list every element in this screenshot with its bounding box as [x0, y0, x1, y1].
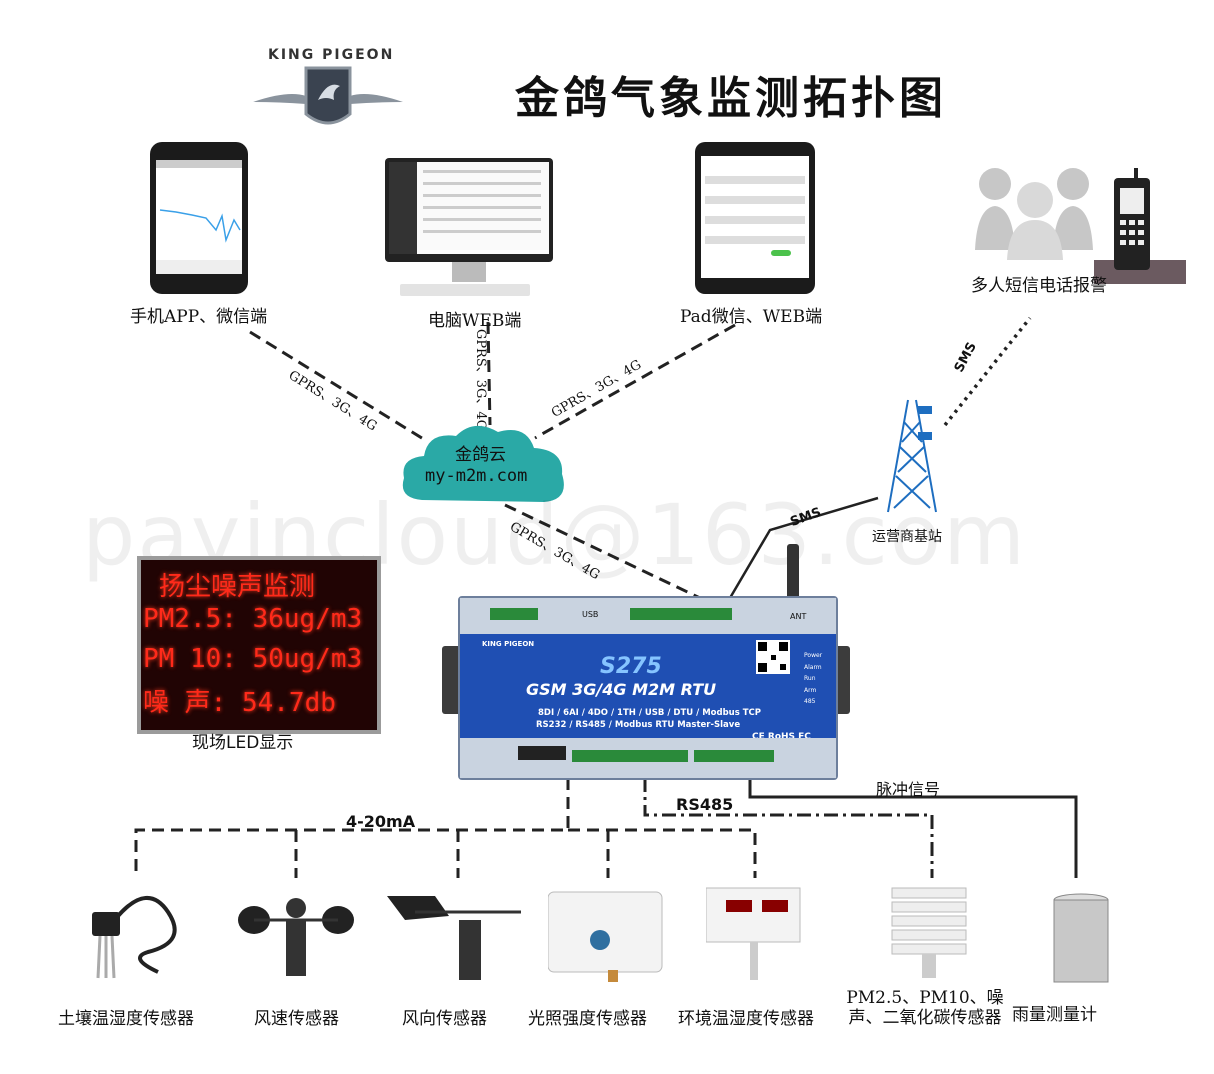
- link-tower-sms: [943, 316, 1032, 427]
- usb-label: USB: [582, 610, 599, 619]
- sms-alarm-label: 多人短信电话报警: [971, 276, 1107, 296]
- link-pad-cloud: [534, 323, 736, 440]
- rtu-spec-2: RS232 / RS485 / Modbus RTU Master-Slave: [536, 720, 741, 730]
- rtu-bracket-left: [442, 646, 462, 714]
- link-rtu-tower: [728, 496, 879, 599]
- link-label-pc: GPRS、3G、4G: [473, 328, 489, 431]
- cert-marks: CE RoHS FC: [752, 732, 811, 742]
- bus-label-pulse: 脉冲信号: [876, 780, 941, 799]
- sensor-label-light: 光照强度传感器: [528, 1009, 647, 1029]
- led-line-1: 扬尘噪声监测: [159, 572, 316, 602]
- bus-rs485: [643, 778, 934, 878]
- pad-device: [695, 142, 815, 294]
- qr-code-icon: [756, 640, 790, 674]
- phone-handset-icon: [1094, 168, 1186, 286]
- phone-device: [150, 142, 248, 294]
- pad-label: Pad微信、WEB端: [680, 307, 823, 327]
- soil-sensor-icon: [88, 882, 198, 982]
- sensor-label-rain: 雨量测量计: [1012, 1005, 1097, 1025]
- led-line-4: 噪 声: 54.7db: [143, 688, 336, 718]
- cloud-name: 金鸽云: [455, 445, 506, 465]
- antenna: [787, 544, 799, 600]
- sensor-label-soil: 土壤温湿度传感器: [58, 1009, 194, 1029]
- people-icon: [975, 160, 1095, 260]
- logo: [248, 40, 408, 132]
- link-phone-cloud: [249, 330, 426, 442]
- rtu-spec-1: 8DI / 6AI / 4DO / 1TH / USB / DTU / Modb…: [538, 708, 762, 718]
- sensor-label-env-temp-humidity: 环境温湿度传感器: [678, 1009, 814, 1029]
- led-caption: 现场LED显示: [192, 733, 294, 753]
- sensor-label-wind-direction: 风向传感器: [402, 1009, 487, 1029]
- pc-label: 电脑WEB端: [428, 311, 522, 331]
- page-title: 金鸽气象监测拓扑图: [515, 73, 947, 124]
- wind-vane-icon: [385, 890, 525, 984]
- link-pc-cloud: [486, 321, 492, 426]
- temp-humidity-icon: [705, 886, 802, 984]
- light-sensor-icon: [547, 890, 664, 982]
- bus-label-rs485: RS485: [676, 795, 734, 814]
- rtu-brand: KING PIGEON: [482, 640, 535, 648]
- rtu-subtitle: GSM 3G/4G M2M RTU: [526, 680, 717, 699]
- pc-monitor: [385, 158, 553, 262]
- bus-pulse: [748, 778, 1078, 878]
- led-display: 扬尘噪声监测 PM2.5: 36ug/m3 PM 10: 50ug/m3 噪 声…: [137, 556, 381, 734]
- sensor-label-pm-noise-co2: PM2.5、PM10、噪声、二氧化碳传感器: [846, 988, 1004, 1028]
- sensor-label-wind-speed: 风速传感器: [254, 1009, 339, 1029]
- pc-stand: [452, 262, 486, 282]
- anemometer-icon: [236, 898, 356, 982]
- rtu-terminal-top: USB ANT: [460, 598, 836, 634]
- link-cloud-rtu: [504, 503, 701, 600]
- led-line-3: PM 10: 50ug/m3: [143, 644, 363, 674]
- bus-4-20ma: [134, 778, 570, 878]
- louver-shelter-icon: [888, 884, 970, 984]
- pigeon-logo-icon: [253, 66, 403, 125]
- rtu-model: S275: [600, 654, 662, 679]
- base-station-label: 运营商基站: [872, 529, 942, 545]
- rtu-terminal-bottom: [460, 738, 836, 778]
- led-line-2: PM2.5: 36ug/m3: [143, 604, 363, 634]
- cloud-icon: [398, 418, 570, 510]
- brand-name: KING PIGEON: [268, 47, 395, 63]
- cloud-url: my-m2m.com: [425, 466, 528, 486]
- rain-gauge-icon: [1052, 892, 1110, 984]
- cell-tower-icon: [878, 392, 948, 516]
- bus-label-4-20ma: 4-20mA: [346, 812, 416, 831]
- rtu-device: USB ANT KING PIGEON S275 GSM 3G/4G M2M R…: [458, 596, 838, 780]
- phone-label: 手机APP、微信端: [130, 307, 268, 327]
- keyboard: [400, 284, 530, 296]
- ant-label: ANT: [790, 612, 807, 621]
